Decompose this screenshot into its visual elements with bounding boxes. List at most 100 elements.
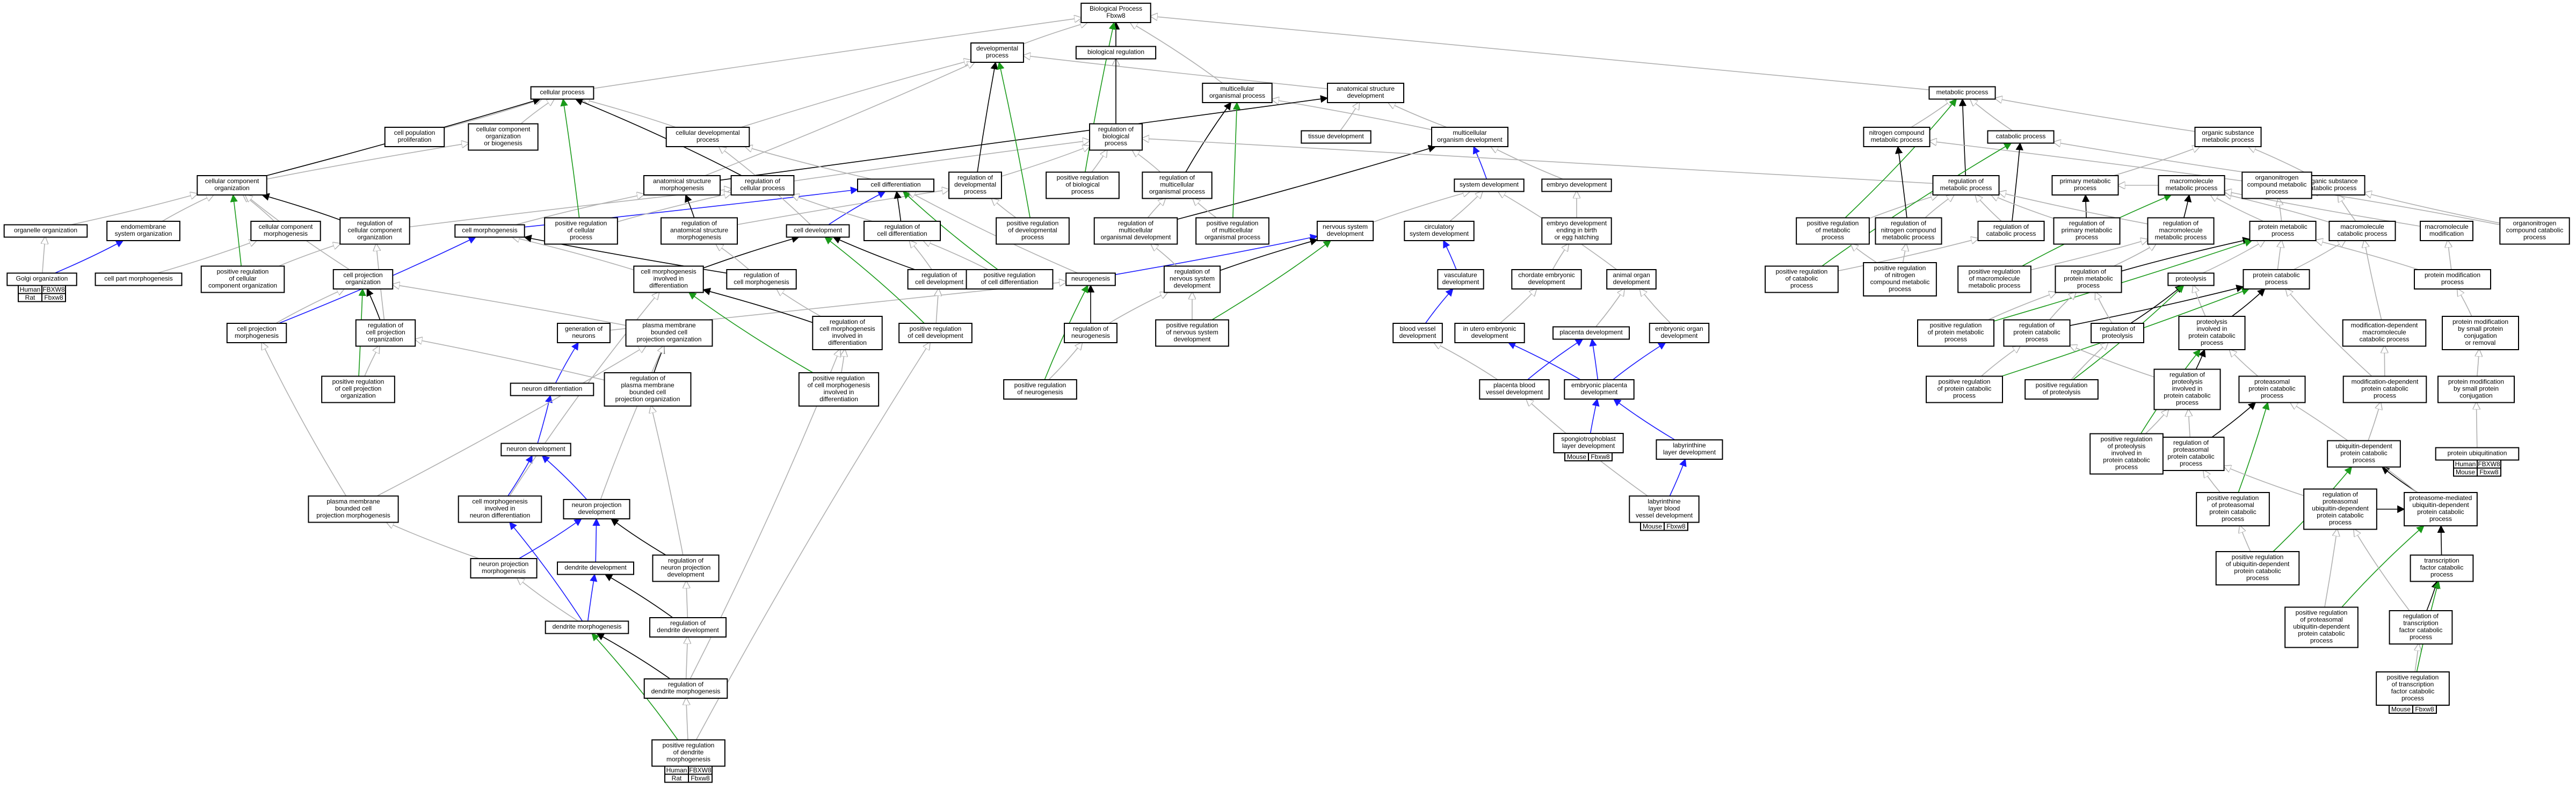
go-term-cm[interactable]: cell morphogenesis bbox=[454, 224, 525, 238]
go-term-td[interactable]: tissue development bbox=[1301, 130, 1372, 144]
go-term-catp[interactable]: catabolic process bbox=[1987, 130, 2055, 144]
go-term-celldev[interactable]: cell development bbox=[786, 224, 850, 238]
go-term-breg[interactable]: biological regulation bbox=[1075, 46, 1157, 60]
go-term-ldev[interactable]: neuron development bbox=[500, 443, 571, 457]
go-term-cpm[interactable]: cell part morphogenesis bbox=[95, 272, 183, 286]
go-term-dm[interactable]: dendrite morphogenesis bbox=[545, 620, 629, 634]
go-term-pmud[interactable]: proteasome-mediatedubiquitin-dependentpr… bbox=[2404, 492, 2478, 526]
go-term-nd[interactable]: neuron differentiation bbox=[510, 382, 594, 396]
go-term-oo[interactable]: organelle organization bbox=[3, 224, 88, 238]
go-term-mp[interactable]: metabolic process bbox=[1928, 86, 1996, 100]
go-term-mdmcp[interactable]: modification-dependentmacromoleculecatab… bbox=[2342, 319, 2427, 347]
go-term-ed[interactable]: embryo development bbox=[1541, 178, 1612, 192]
go-term-prot[interactable]: proteolysis bbox=[2167, 272, 2215, 286]
go-term-sd[interactable]: system development bbox=[1454, 178, 1525, 192]
go-term-rpudp[interactable]: regulation ofproteasomalubiquitin-depend… bbox=[2303, 488, 2377, 530]
